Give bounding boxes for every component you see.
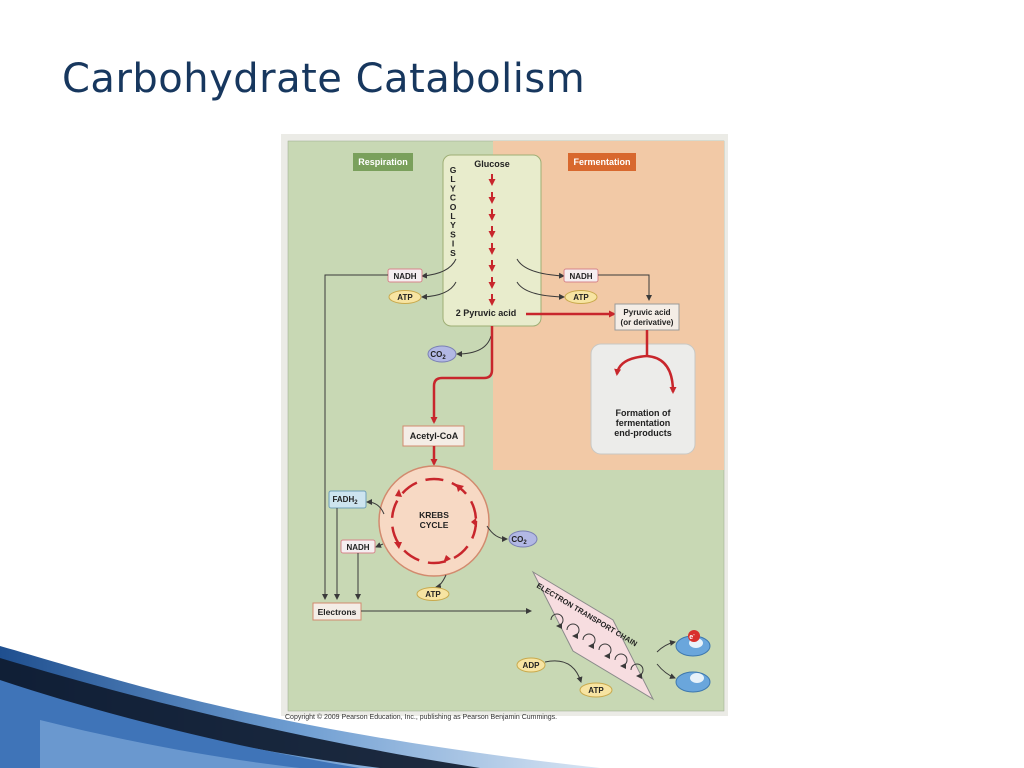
- fermentation-label: Fermentation: [573, 157, 630, 167]
- respiration-label: Respiration: [358, 157, 408, 167]
- nadh-label-krebs: NADH: [346, 543, 369, 552]
- slide-title: Carbohydrate Catabolism: [62, 56, 586, 102]
- electron-icon: [688, 630, 700, 642]
- glycolysis-letter: L: [450, 174, 455, 184]
- glycolysis-letter: G: [450, 165, 457, 175]
- glycolysis-letter: I: [452, 239, 454, 249]
- formation-line2: fermentation: [616, 418, 671, 428]
- fadh2-label: FADH2: [332, 495, 358, 506]
- pyruvic-acid-label: 2 Pyruvic acid: [456, 308, 517, 318]
- co2-label-krebs: CO2: [511, 535, 527, 546]
- nadh-label-glycolysis: NADH: [393, 272, 416, 281]
- ferm-pyruvic-box: [614, 303, 680, 331]
- glycolysis-letter: O: [450, 202, 457, 212]
- glycolysis-letter: C: [450, 193, 456, 203]
- fadh2-box: [328, 490, 367, 509]
- formation-line3: end-products: [614, 428, 672, 438]
- glucose-label: Glucose: [474, 159, 510, 169]
- electrons-label: Electrons: [318, 607, 357, 617]
- glycolysis-letter: Y: [450, 183, 456, 193]
- nadh-label-fermentation: NADH: [569, 272, 592, 281]
- acetyl-coa-label: Acetyl-CoA: [410, 431, 459, 441]
- glycolysis-letter: Y: [450, 220, 456, 230]
- glycolysis-letter: L: [450, 211, 455, 221]
- formation-line1: Formation of: [616, 408, 672, 418]
- adp-label: ADP: [523, 661, 541, 670]
- ferm-pyruvic-line1: Pyruvic acid: [623, 308, 670, 317]
- atp-label-etc: ATP: [588, 686, 604, 695]
- atp-label-fermentation: ATP: [573, 293, 589, 302]
- krebs-cycle: [378, 465, 490, 577]
- copyright-notice: Copyright © 2009 Pearson Education, Inc.…: [285, 714, 558, 721]
- krebs-line2: CYCLE: [420, 520, 449, 530]
- krebs-line1: KREBS: [419, 510, 449, 520]
- catabolism-diagram: Respiration Fermentation Glucose GLYCOLY…: [287, 140, 725, 712]
- ferm-pyruvic-line2: (or derivative): [621, 318, 674, 327]
- slide-decoration-swoosh: [0, 646, 600, 768]
- atp-label-krebs: ATP: [425, 590, 441, 599]
- electron-symbol: e-: [689, 632, 695, 641]
- glycolysis-letter: S: [450, 248, 456, 258]
- atp-label-glycolysis: ATP: [397, 293, 413, 302]
- glycolysis-letter: S: [450, 229, 456, 239]
- co2-label-pyruvic: CO2: [430, 350, 446, 361]
